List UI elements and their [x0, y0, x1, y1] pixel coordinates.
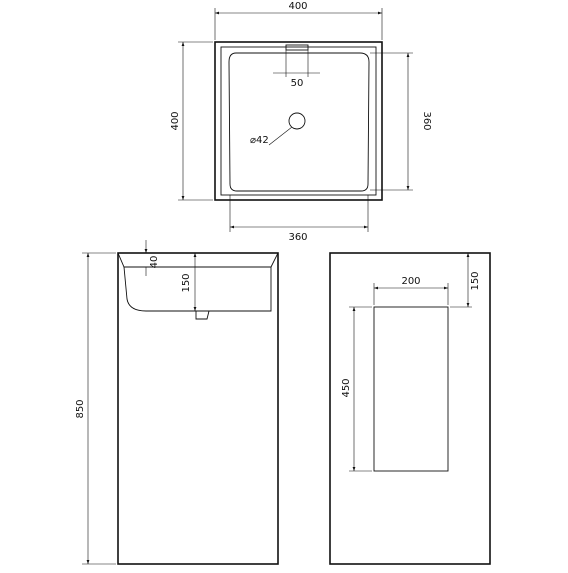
dim-side-height: 850: [75, 399, 86, 418]
pedestal-back-outline: [329, 252, 491, 565]
side-view: 850 40 150: [75, 240, 279, 565]
basin-section-profile: [123, 266, 272, 312]
dim-back-opening-offset: 150: [470, 271, 481, 290]
dim-side-basin-depth: 150: [181, 273, 192, 292]
drain-hole: [288, 112, 306, 130]
service-opening: [373, 306, 449, 472]
dim-top-drain: ⌀42: [250, 135, 269, 146]
drain-leader-line: [268, 126, 293, 146]
overflow-slot: [285, 44, 309, 51]
basin-rim-outline: [220, 46, 377, 196]
dim-top-width: 400: [288, 1, 307, 12]
back-view: 200 150 450: [329, 252, 491, 565]
dim-top-overflow: 50: [291, 78, 304, 89]
top-view: 400 400 360 360 50 ⌀42: [170, 1, 432, 243]
dim-top-inner-width: 360: [288, 232, 307, 243]
basin-top-rim: [117, 252, 279, 268]
dim-top-depth: 400: [170, 111, 181, 130]
basin-bowl-outline: [228, 52, 370, 192]
basin-outer-outline: [214, 41, 383, 201]
dim-back-opening-width: 200: [401, 276, 420, 287]
drain-outlet: [195, 310, 210, 320]
pedestal-outline: [117, 252, 279, 565]
dim-side-rim: 40: [149, 256, 160, 269]
dim-back-opening-height: 450: [341, 378, 352, 397]
dim-top-inner-depth: 360: [421, 111, 432, 130]
